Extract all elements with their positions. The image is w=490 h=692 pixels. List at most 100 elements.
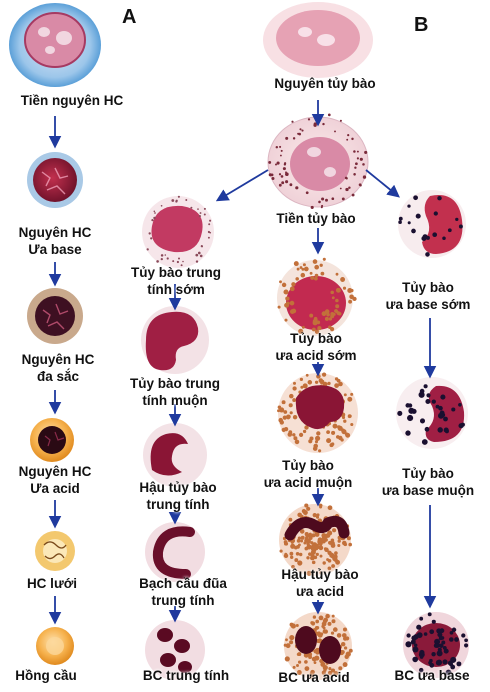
eosinophilic-granule (348, 542, 353, 547)
label-late-basophilic-myelocyte-2: ưa base muộn (381, 483, 475, 498)
eosinophilic-granule (331, 619, 336, 624)
eosinophilic-granule (309, 271, 313, 275)
eosinophilic-granule (314, 276, 318, 281)
eosinophilic-granule (318, 615, 324, 621)
eosinophilic-granule (297, 512, 303, 518)
eosinophilic-granule (285, 296, 290, 301)
eosinophilic-granule (332, 528, 337, 533)
eosinophilic-granule (343, 646, 348, 650)
eosinophilic-granule (342, 662, 348, 668)
basophil-cell (403, 612, 469, 678)
basophilic-granule (428, 661, 432, 665)
eosinophilic-granule (338, 666, 343, 671)
eosinophilic-granule (308, 655, 313, 660)
segmented-neutrophil-cell (145, 620, 205, 680)
eosinophilic-granule (291, 564, 295, 569)
eosinophilic-granule (326, 438, 332, 444)
eosinophilic-granule (352, 296, 357, 302)
eosinophilic-granule (322, 626, 326, 630)
eosinophilic-granule (321, 372, 327, 377)
basophilic-granule (413, 634, 419, 640)
eosinophilic-granule (293, 261, 299, 267)
granule (345, 187, 349, 192)
basophilic-granule (416, 624, 422, 630)
label-basophilic-erythroblast-2: Ưa base (28, 242, 82, 257)
early-neutrophilic-myelocyte-cell (142, 195, 214, 268)
eosinophilic-granule (290, 543, 296, 549)
eosinophilic-granule (328, 325, 332, 330)
basophilic-granule (464, 638, 468, 643)
granule (208, 223, 211, 226)
eosinophilic-granule (329, 443, 334, 448)
eosinophilic-granule (320, 632, 324, 636)
basophilic-granule (435, 404, 440, 409)
eosinophilic-granule (341, 429, 347, 435)
eosinophilic-granule (297, 543, 301, 547)
granule (281, 181, 285, 185)
eosinophilic-granule (322, 257, 326, 261)
basophilic-granule (438, 412, 444, 419)
eosinophilic-granule (321, 379, 325, 383)
granule (345, 177, 348, 180)
eosinophilic-granule (350, 392, 354, 396)
eosinophilic-granule (330, 314, 335, 319)
eosinophilic-granule (311, 560, 316, 565)
late-basophilic-myelocyte-cell (396, 377, 468, 449)
eosinophilic-granule (336, 633, 342, 638)
basophilic-granule (410, 639, 416, 645)
eosinophilic-granule (300, 272, 306, 278)
basophilic-granule (437, 647, 442, 652)
granule (341, 197, 345, 201)
eosinophilic-granule (325, 613, 330, 619)
eosinophilic-granule (304, 660, 308, 664)
basophilic-granule (445, 669, 452, 676)
eosinophilic-granule (324, 309, 330, 314)
eosinophilic-granule (302, 263, 306, 267)
eosinophilic-granule (289, 309, 295, 314)
label-erythrocyte: Hồng cầu (15, 668, 77, 683)
basophilic-granule (407, 204, 411, 208)
basophilic-granule (436, 650, 443, 657)
eosinophilic-granule (332, 627, 338, 632)
basophilic-granule (432, 232, 438, 238)
eosinophilic-granule (289, 286, 295, 292)
granule (177, 195, 180, 198)
eosinophilic-granule (302, 429, 307, 434)
basophilic-granule (443, 416, 448, 422)
granule (156, 260, 159, 263)
granule (280, 175, 284, 178)
basophilic-granule (405, 641, 412, 648)
label-late-eosinophilic-myelocyte-1: Tủy bào (282, 458, 334, 473)
granule (195, 253, 199, 257)
basophilic-granule (451, 627, 457, 633)
basophilic-granule (419, 418, 426, 424)
eosinophilic-granule (345, 636, 350, 641)
basophilic-granule (458, 403, 462, 407)
proerythroblast-cell (9, 3, 101, 87)
eosinophilic-granule (316, 431, 321, 436)
granule (353, 173, 356, 176)
eosinophilic-granule (296, 652, 300, 656)
eosinophilic-granule (348, 648, 353, 653)
granule (305, 191, 309, 195)
basophilic-granule (435, 659, 442, 666)
eosinophilic-granule (281, 400, 286, 405)
granule (331, 197, 335, 201)
label-eosinophilic-metamyelocyte-1: Hậu tủy bào (281, 567, 359, 582)
eosinophilic-granule (291, 282, 296, 287)
granule (201, 245, 203, 248)
eosinophilic-granule (302, 383, 308, 389)
eosinophilic-granule (327, 670, 333, 676)
granule (175, 199, 178, 202)
granule (353, 150, 356, 153)
eosinophilic-granule (335, 298, 339, 303)
label-late-basophilic-myelocyte-1: Tủy bào (402, 466, 454, 481)
label-polychromatic-erythroblast-1: Nguyên HC (21, 352, 95, 367)
eosinophilic-granule (284, 541, 289, 546)
eosinophilic-granule (343, 419, 347, 423)
granule (339, 119, 342, 122)
granule (148, 232, 151, 235)
eosinophilic-granule (289, 640, 294, 645)
eosinophilic-granule (284, 552, 288, 556)
eosinophilic-granule (290, 540, 294, 544)
